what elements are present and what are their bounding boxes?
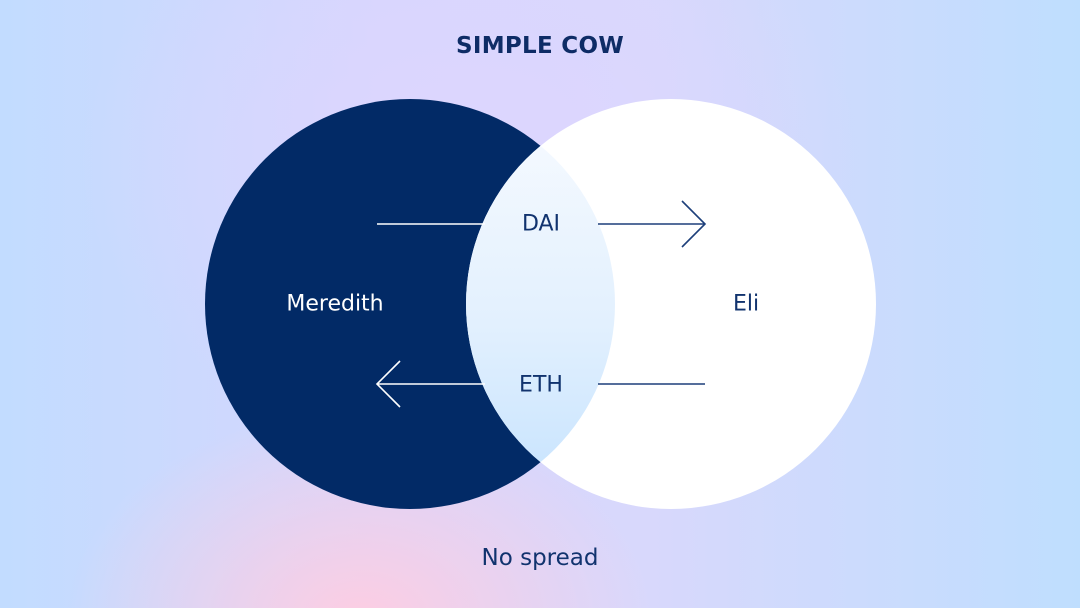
eli-label: Eli — [732, 291, 760, 317]
caption: No spread — [481, 545, 599, 571]
meredith-label: Meredith — [286, 291, 384, 317]
diagram-title: SIMPLE COW — [455, 33, 625, 59]
overlap-region — [466, 99, 615, 509]
left-arrow-icon — [375, 360, 401, 408]
eth-flow-arrow — [375, 360, 705, 408]
right-arrow-icon — [681, 200, 707, 248]
eth-token-label: ETH — [519, 372, 563, 398]
dai-flow-arrow — [377, 200, 707, 248]
dai-token-label: DAI — [521, 211, 561, 237]
